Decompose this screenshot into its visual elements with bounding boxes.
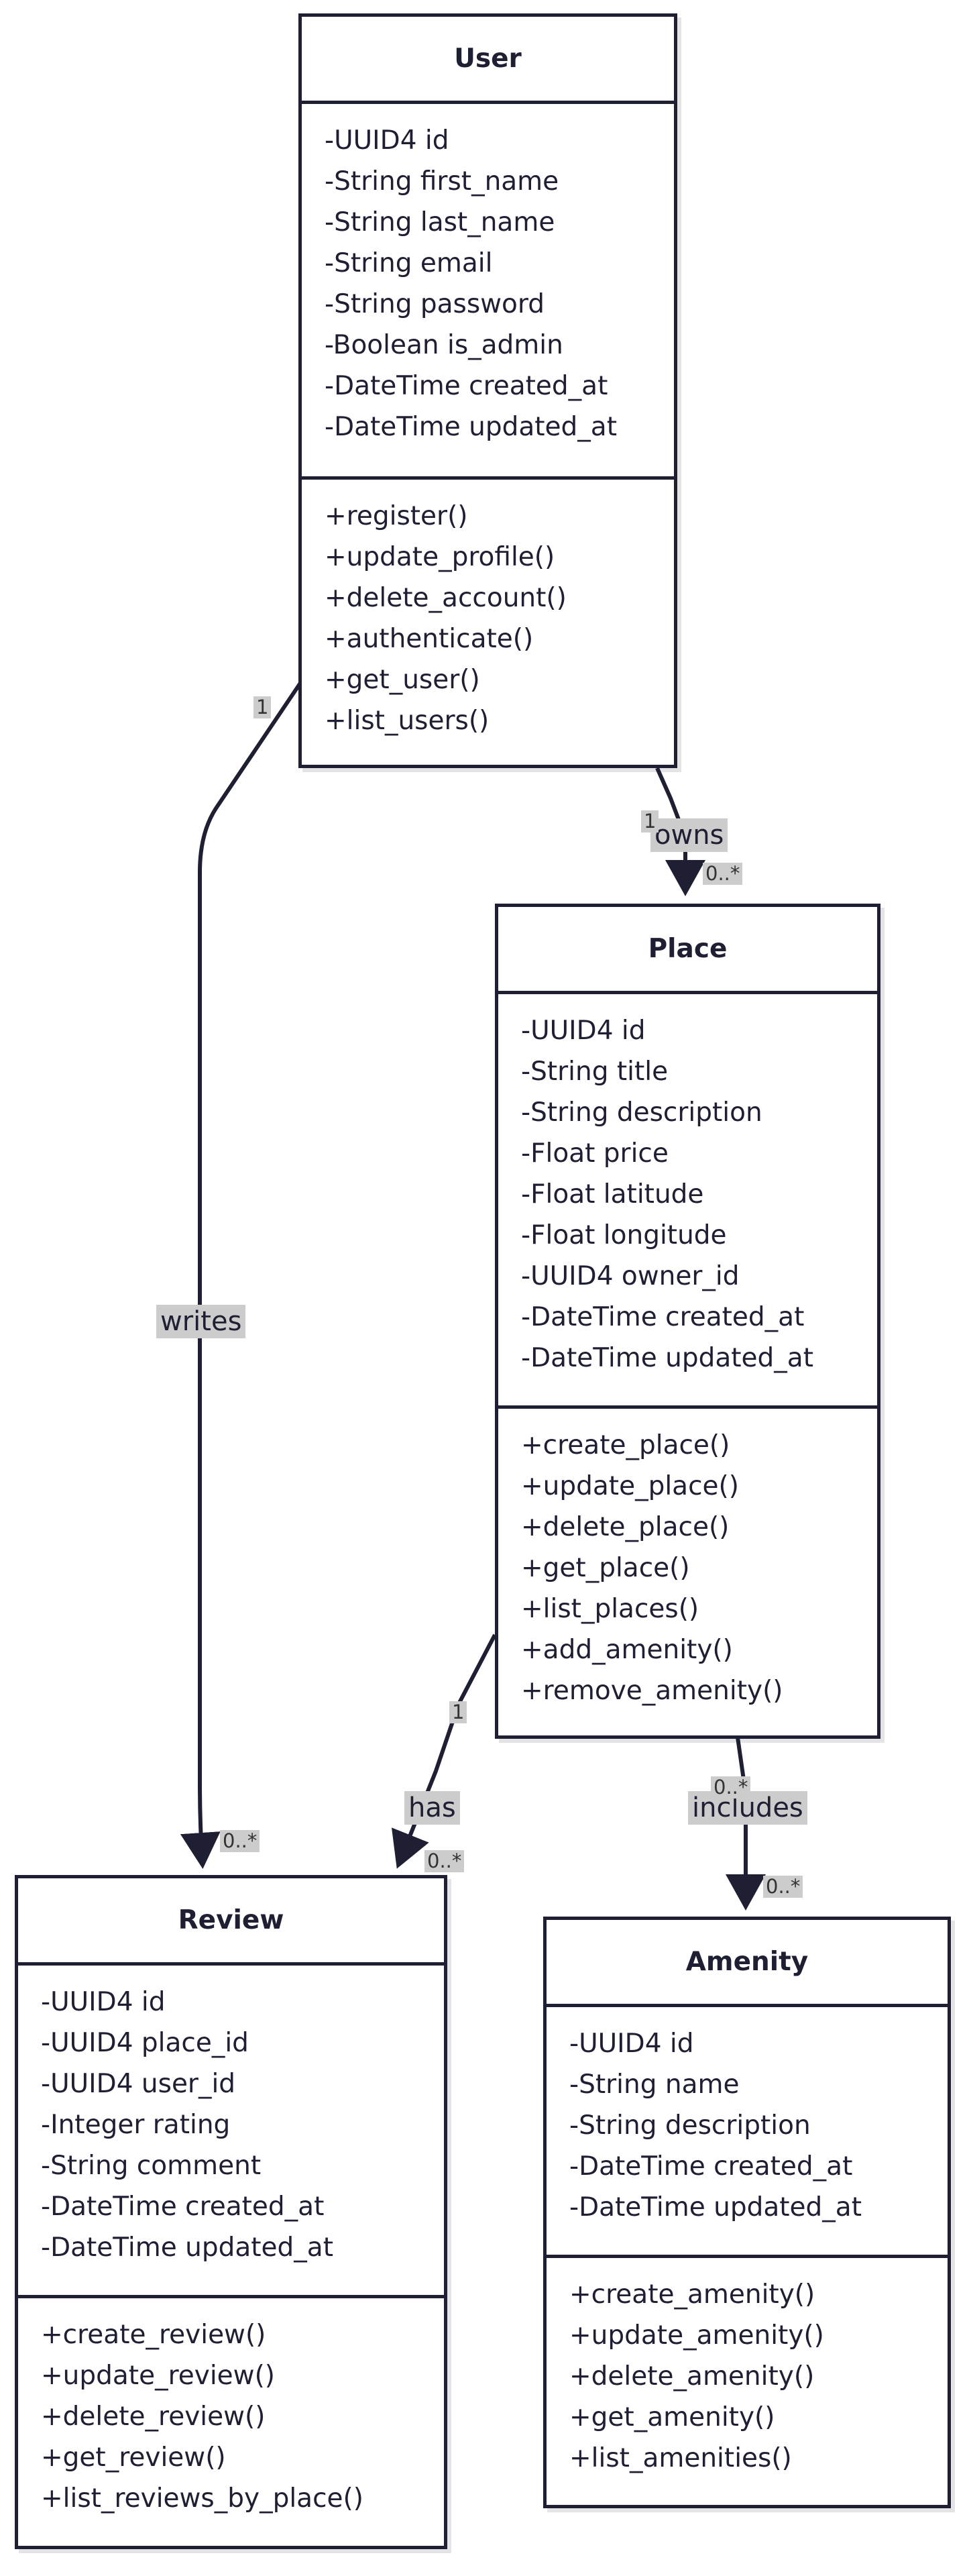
method: +remove_amenity() — [521, 1676, 783, 1706]
class-review[interactable]: Review -UUID4 id -UUID4 place_id -UUID4 … — [15, 1875, 447, 2549]
attribute: -DateTime updated_at — [325, 412, 617, 442]
mult-writes-from: 1 — [253, 696, 272, 718]
method: +get_review() — [41, 2443, 226, 2473]
mult-owns-to: 0..* — [703, 863, 743, 885]
class-place-name: Place — [498, 907, 877, 994]
class-review-methods: +create_review() +update_review() +delet… — [18, 2298, 444, 2519]
attribute: -DateTime created_at — [569, 2151, 853, 2182]
method: +get_user() — [325, 665, 480, 695]
mult-includes-to: 0..* — [763, 1876, 803, 1898]
method: +delete_review() — [41, 2402, 266, 2432]
attribute: -String name — [569, 2070, 740, 2100]
mult-owns-from: 1 — [641, 810, 659, 833]
class-user-attributes: -UUID4 id -String first_name -String las… — [302, 104, 674, 480]
method: +update_profile() — [325, 542, 555, 572]
method: +update_amenity() — [569, 2320, 824, 2351]
attribute: -String comment — [41, 2151, 262, 2181]
attribute: -DateTime created_at — [325, 371, 608, 401]
class-amenity-attributes: -UUID4 id -String name -String descripti… — [547, 2007, 948, 2258]
method: +get_place() — [521, 1553, 690, 1583]
method: +create_review() — [41, 2320, 266, 2350]
method: +authenticate() — [325, 624, 534, 654]
mult-has-to: 0..* — [424, 1850, 465, 1872]
method: +register() — [325, 501, 468, 531]
attribute: -DateTime updated_at — [41, 2233, 333, 2263]
attribute: -Integer rating — [41, 2110, 231, 2140]
class-user[interactable]: User -UUID4 id -String first_name -Strin… — [298, 13, 677, 768]
method: +create_place() — [521, 1430, 730, 1460]
method: +list_amenities() — [569, 2443, 792, 2473]
attribute: -DateTime updated_at — [569, 2192, 862, 2222]
method: +delete_amenity() — [569, 2361, 815, 2392]
class-amenity-methods: +create_amenity() +update_amenity() +del… — [547, 2258, 948, 2479]
class-user-name: User — [302, 17, 674, 104]
attribute: -UUID4 id — [521, 1016, 646, 1046]
attribute: -Float longitude — [521, 1220, 727, 1250]
class-amenity-name: Amenity — [547, 1920, 948, 2007]
edge-label-has: has — [404, 1791, 460, 1825]
method: +add_amenity() — [521, 1635, 733, 1665]
mult-writes-to: 0..* — [220, 1830, 260, 1852]
method: +update_place() — [521, 1471, 739, 1501]
attribute: -String title — [521, 1057, 669, 1087]
edge-place-has-review — [391, 1633, 497, 1869]
edge-label-writes: writes — [156, 1305, 246, 1338]
method: +delete_place() — [521, 1512, 730, 1542]
attribute: -DateTime updated_at — [521, 1343, 813, 1373]
mult-includes-from: 0..* — [711, 1776, 751, 1799]
attribute: -Boolean is_admin — [325, 330, 563, 360]
attribute: -UUID4 id — [41, 1987, 166, 2017]
method: +list_reviews_by_place() — [41, 2483, 363, 2514]
attribute: -String description — [569, 2110, 811, 2141]
attribute: -String first_name — [325, 166, 559, 197]
attribute: -String description — [521, 1097, 762, 1128]
attribute: -UUID4 id — [569, 2029, 694, 2059]
class-review-attributes: -UUID4 id -UUID4 place_id -UUID4 user_id… — [18, 1966, 444, 2298]
method: +delete_account() — [325, 583, 567, 613]
class-place-attributes: -UUID4 id -String title -String descript… — [498, 994, 877, 1409]
attribute: -UUID4 place_id — [41, 2028, 249, 2058]
attribute: -String last_name — [325, 207, 555, 237]
class-place-methods: +create_place() +update_place() +delete_… — [498, 1409, 877, 1711]
edge-user-writes-review — [180, 682, 302, 1869]
attribute: -String email — [325, 248, 493, 278]
attribute: -UUID4 id — [325, 125, 449, 156]
attribute: -Float latitude — [521, 1179, 704, 1210]
attribute: -DateTime created_at — [41, 2192, 325, 2222]
edge-user-owns-place — [655, 767, 705, 896]
attribute: -Float price — [521, 1138, 669, 1169]
class-amenity[interactable]: Amenity -UUID4 id -String name -String d… — [543, 1917, 951, 2508]
attribute: -UUID4 owner_id — [521, 1261, 740, 1291]
edge-label-owns: owns — [650, 818, 728, 852]
attribute: -DateTime created_at — [521, 1302, 805, 1332]
method: +get_amenity() — [569, 2402, 775, 2432]
class-review-name: Review — [18, 1878, 444, 1966]
class-user-methods: +register() +update_profile() +delete_ac… — [302, 480, 674, 741]
mult-has-from: 1 — [449, 1701, 467, 1723]
class-place[interactable]: Place -UUID4 id -String title -String de… — [495, 904, 880, 1739]
attribute: -String password — [325, 289, 545, 319]
attribute: -UUID4 user_id — [41, 2069, 236, 2099]
method: +list_places() — [521, 1594, 699, 1624]
method: +update_review() — [41, 2361, 276, 2391]
method: +create_amenity() — [569, 2279, 815, 2310]
method: +list_users() — [325, 706, 490, 736]
